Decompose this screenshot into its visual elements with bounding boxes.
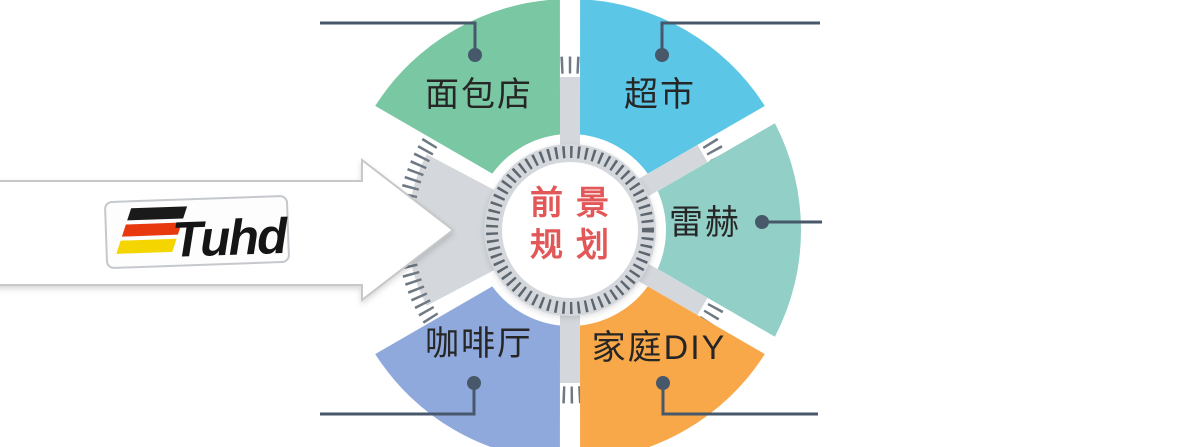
wedge-label-bakery: 面包店 [425,76,533,114]
connector-dot-leihe [755,215,769,229]
connector-home-diy [661,388,818,416]
wedge-label-supermarket: 超市 [624,76,696,114]
wedge-leihe [657,123,802,337]
logo-badge: Tuhd [104,195,290,269]
hub-circle [502,162,638,298]
arrow-banner: Tuhd [0,157,455,303]
connector-lines [320,21,822,416]
connector-dot-bakery [468,48,482,62]
connector-dots [467,48,769,390]
hub-tick-ring [486,146,654,314]
logo-text: Tuhd [171,208,290,268]
wedge-label-coffee-shop: 咖啡厅 [425,325,533,363]
wedge-label-leihe: 雷赫 [669,204,741,242]
wedge-coffee-shop [375,286,560,447]
connector-dot-home-diy [656,376,670,390]
logo-stripe-red [121,222,182,237]
wedge-label-home-diy: 家庭DIY [592,329,727,367]
logo-stripe-yellow [116,238,177,254]
logo-stripe-black [127,206,188,221]
wedge-bakery [375,0,560,174]
wedge-home-diy [580,286,765,447]
center-title-line1: 前景 [530,184,622,221]
logo-stripes [116,206,188,254]
prospect-wheel: 前景 规划 面包店 超市 雷赫 家庭DIY 咖啡厅 [375,0,802,447]
connector-bakery [320,21,477,50]
connector-dot-supermarket [655,48,669,62]
center-title-line2: 规划 [530,226,622,263]
connector-supermarket [660,21,820,50]
connector-coffee-shop [320,388,476,416]
wedge-supermarket [580,0,765,174]
connector-dot-coffee-shop [467,376,481,390]
